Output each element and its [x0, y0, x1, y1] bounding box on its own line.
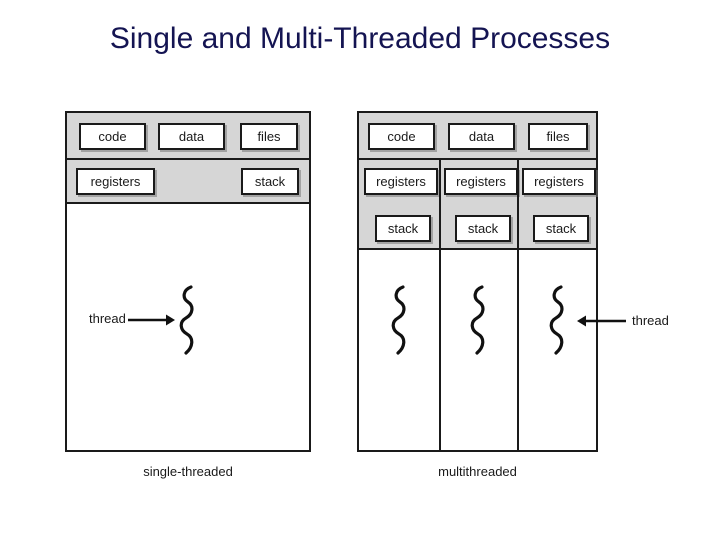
single-threaded-caption: single-threaded [143, 464, 233, 479]
cell-code: code [79, 123, 146, 150]
cell-label: registers [90, 174, 141, 189]
cell-label: stack [254, 174, 286, 189]
cell-registers: registers [522, 168, 596, 195]
cell-label: files [257, 129, 281, 144]
cell-code: code [368, 123, 435, 150]
cell-files: files [240, 123, 298, 150]
cell-label: stack [387, 221, 419, 236]
thread-squiggle [175, 285, 201, 357]
cell-label: registers [376, 174, 426, 189]
thread-column-separator-2 [517, 160, 519, 450]
cell-label: registers [534, 174, 584, 189]
cell-label: code [98, 129, 127, 144]
multithreaded-process-frame: code data files registers stack register… [357, 111, 598, 452]
cell-label: files [546, 129, 570, 144]
single-threaded-process-frame: code data files registers stack thread [65, 111, 311, 452]
thread-label: thread [89, 311, 126, 326]
cell-label: data [468, 129, 495, 144]
cell-label: data [178, 129, 205, 144]
multithreaded-caption: multithreaded [438, 464, 517, 479]
cell-label: stack [545, 221, 577, 236]
cell-stack: stack [375, 215, 431, 242]
cell-label: registers [456, 174, 506, 189]
cell-data: data [158, 123, 225, 150]
cell-stack: stack [533, 215, 589, 242]
thread-pointer-arrow [576, 314, 626, 328]
cell-files: files [528, 123, 588, 150]
thread-squiggle [387, 285, 413, 357]
thread-column-separator-1 [439, 160, 441, 450]
cell-stack: stack [455, 215, 511, 242]
thread-pointer-arrow [128, 313, 176, 327]
cell-registers: registers [444, 168, 518, 195]
cell-label: stack [467, 221, 499, 236]
cell-stack: stack [241, 168, 299, 195]
page-title: Single and Multi-Threaded Processes [109, 22, 611, 55]
thread-squiggle [545, 285, 571, 357]
cell-registers: registers [364, 168, 438, 195]
thread-label: thread [632, 313, 669, 328]
cell-registers: registers [76, 168, 155, 195]
thread-squiggle [466, 285, 492, 357]
cell-label: code [387, 129, 416, 144]
cell-data: data [448, 123, 515, 150]
